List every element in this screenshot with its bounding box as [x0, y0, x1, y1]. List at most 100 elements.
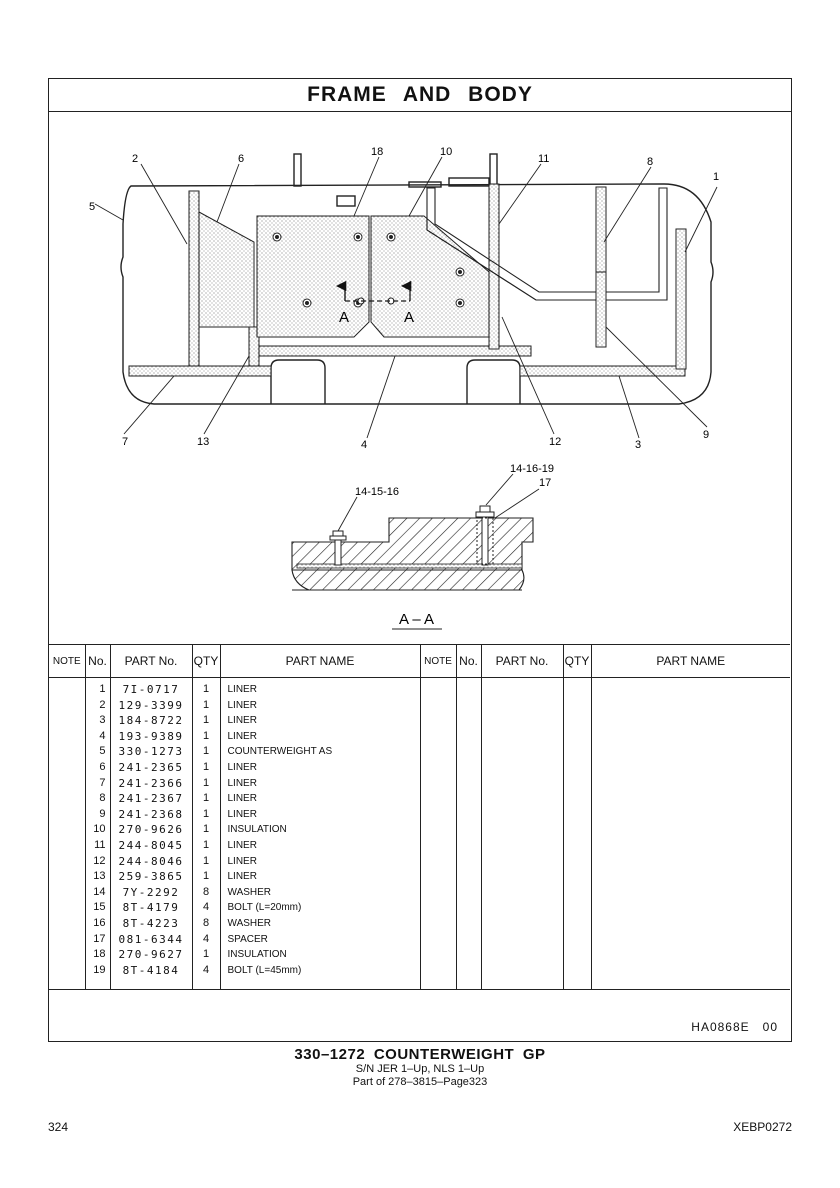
part-quantity: 4 [202, 963, 210, 976]
part-number-index: 18 [93, 948, 106, 961]
part-number: 8T-4223 [122, 916, 180, 930]
part-quantity: 1 [202, 745, 210, 758]
part-number: 8T-4184 [122, 963, 180, 977]
section-title: A – A [399, 611, 434, 628]
liner-12 [488, 183, 500, 350]
part-quantity: 1 [202, 792, 210, 805]
callout-7: 7 [122, 436, 128, 448]
col-no-left: No. [85, 644, 111, 678]
part-number-index: 19 [93, 963, 106, 976]
callout-17: 17 [539, 477, 551, 489]
part-quantity: 1 [202, 760, 210, 773]
illustration-code: HA0868E 00 [691, 1020, 778, 1034]
part-name: INSULATION [227, 949, 287, 961]
part-quantity: 1 [202, 854, 210, 867]
table-footer: HA0868E 00 [49, 989, 790, 1042]
part-number-index: 12 [93, 854, 106, 867]
part-number-index: 14 [93, 885, 106, 898]
part-number-index: 2 [99, 698, 106, 711]
section-marker-right: A [404, 309, 414, 326]
part-number-index: 3 [99, 714, 106, 727]
callout-11: 11 [538, 153, 549, 165]
part-quantity: 8 [202, 916, 210, 929]
group-caption: 330–1272 COUNTERWEIGHT GP S/N JER 1–Up, … [0, 1046, 840, 1089]
part-quantity: 1 [202, 948, 210, 961]
part-name: SPACER [227, 933, 268, 945]
part-name: LINER [227, 730, 257, 742]
callout-6: 6 [238, 153, 244, 165]
col-part-name-right: PART NAME [591, 644, 790, 678]
part-name: LINER [227, 715, 257, 727]
part-quantity: 8 [202, 885, 210, 898]
page-number: 324 [48, 1120, 69, 1134]
liner-11-edge [426, 188, 537, 301]
liner-8 [595, 186, 607, 348]
part-number: 241-2368 [118, 807, 184, 821]
part-name: LINER [227, 793, 257, 805]
document-code: XEBP0272 [733, 1120, 792, 1134]
section-marker-left: A [339, 309, 349, 326]
part-name: WASHER [227, 886, 272, 898]
col-note-left: NOTE [49, 644, 86, 678]
part-number: 184-8722 [118, 714, 184, 728]
liner-7 [128, 365, 272, 377]
part-number: 193-9389 [118, 729, 184, 743]
part-number: 241-2367 [118, 792, 184, 806]
callout-leaders [94, 156, 718, 439]
part-quantity: 1 [202, 776, 210, 789]
part-number-index: 5 [99, 745, 106, 758]
liner-1 [675, 228, 687, 370]
callout-10: 10 [440, 146, 452, 158]
callout-13: 13 [197, 436, 209, 448]
parts-table-header: NOTE No. PART No. QTY PART NAME NOTE No.… [49, 644, 790, 678]
part-name: LINER [227, 777, 257, 789]
part-name: WASHER [227, 917, 272, 929]
qty-column-right [562, 677, 591, 989]
part-name: LINER [227, 761, 257, 773]
part-number: 7Y-2292 [122, 885, 180, 899]
parts-page-frame: FRAME AND BODY [48, 78, 792, 1042]
part-quantity: 4 [202, 901, 210, 914]
callout-18: 18 [371, 146, 383, 158]
callout-8: 8 [647, 156, 653, 168]
part-quantity: 1 [202, 838, 210, 851]
col-qty-right: QTY [563, 644, 592, 678]
section-arrows [335, 280, 412, 302]
part-number: 129-3399 [118, 698, 184, 712]
part-quantity: 1 [202, 683, 210, 695]
parts-list: NOTE No. PART No. QTY PART NAME NOTE No.… [49, 644, 790, 989]
part-name: BOLT (L=20mm) [227, 902, 302, 914]
part-number: 244-8046 [118, 854, 184, 868]
col-part-name-left: PART NAME [220, 644, 421, 678]
insulation-18 [256, 215, 370, 338]
part-number-index: 11 [94, 838, 106, 851]
col-no-right: No. [456, 644, 482, 678]
page-title: FRAME AND BODY [49, 79, 791, 112]
liner-2 [188, 190, 200, 367]
part-number-index: 16 [93, 916, 106, 929]
part-name: LINER [227, 699, 257, 711]
part-quantity: 1 [202, 698, 210, 711]
col-note-right: NOTE [420, 644, 457, 678]
part-number: 8T-4179 [122, 901, 180, 915]
part-name: LINER [227, 839, 257, 851]
callout-1: 1 [713, 171, 719, 183]
part-number: 7I-0717 [122, 683, 180, 696]
part-number-index: 1 [99, 683, 106, 695]
part-name: LINER [227, 684, 257, 695]
part-number-index: 8 [99, 792, 106, 805]
part-number: 330-1273 [118, 745, 184, 759]
section-callout-leaders [337, 473, 540, 532]
section-a-a-detail [291, 505, 534, 591]
part-number-index: 10 [93, 823, 106, 836]
part-number-index: 4 [99, 729, 106, 742]
callout-12: 12 [549, 436, 561, 448]
part-quantity: 1 [202, 870, 210, 883]
part-quantity: 1 [202, 823, 210, 836]
part-number: 259-3865 [118, 870, 184, 884]
parts-table: NOTE No. PART No. QTY PART NAME NOTE No.… [49, 644, 790, 989]
